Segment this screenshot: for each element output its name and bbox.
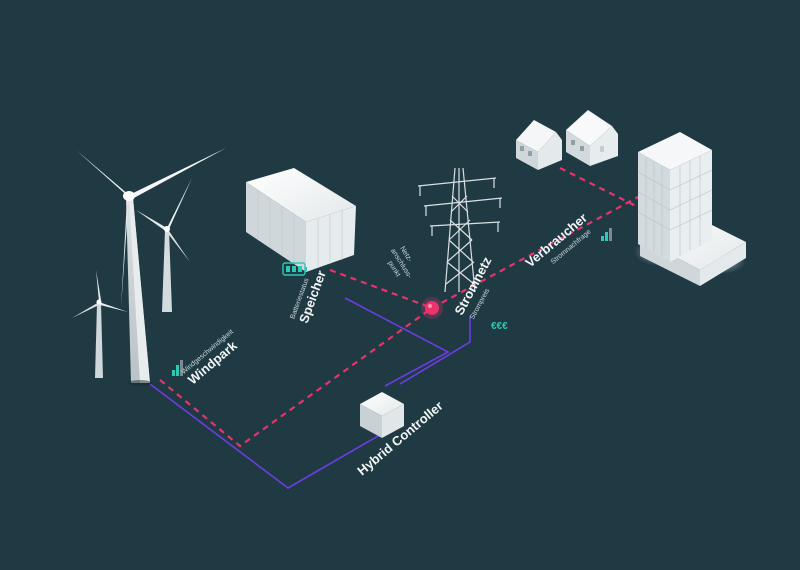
battery-icon	[282, 262, 307, 276]
control-line-speicher	[344, 297, 450, 387]
energy-line-speicher	[329, 268, 433, 310]
house-right	[566, 110, 618, 166]
control-line-windpark	[149, 383, 386, 489]
control-lines	[149, 297, 471, 489]
connection-point-icon	[421, 297, 443, 319]
strompreis-indicator: €€€	[491, 321, 508, 332]
label-netzanschluss: Netz- anschluss- punkt	[386, 245, 413, 280]
label-windpark: Windgeschwindigkeit Windpark	[180, 328, 240, 387]
house-icon	[516, 110, 618, 170]
wind-turbine-icon	[72, 148, 226, 386]
energy-flow-lines	[159, 167, 641, 448]
label-verbraucher: Verbraucher Stromnachfrage	[522, 210, 592, 270]
control-line-stromnetz	[399, 316, 471, 385]
energy-line-windpark	[159, 307, 433, 448]
house-left	[516, 120, 562, 170]
signal-bars-icon-verbraucher	[601, 228, 612, 241]
wind-turbine-large	[76, 148, 226, 386]
wind-turbine-medium	[136, 178, 192, 312]
building-icon	[634, 132, 746, 286]
controller-box-icon[interactable]	[360, 392, 404, 438]
power-pylon-icon	[417, 167, 503, 293]
battery-container	[246, 168, 356, 272]
signal-bars-icon-windpark	[172, 360, 183, 376]
energy-line-houses	[559, 167, 641, 209]
wind-turbine-small	[72, 270, 128, 378]
